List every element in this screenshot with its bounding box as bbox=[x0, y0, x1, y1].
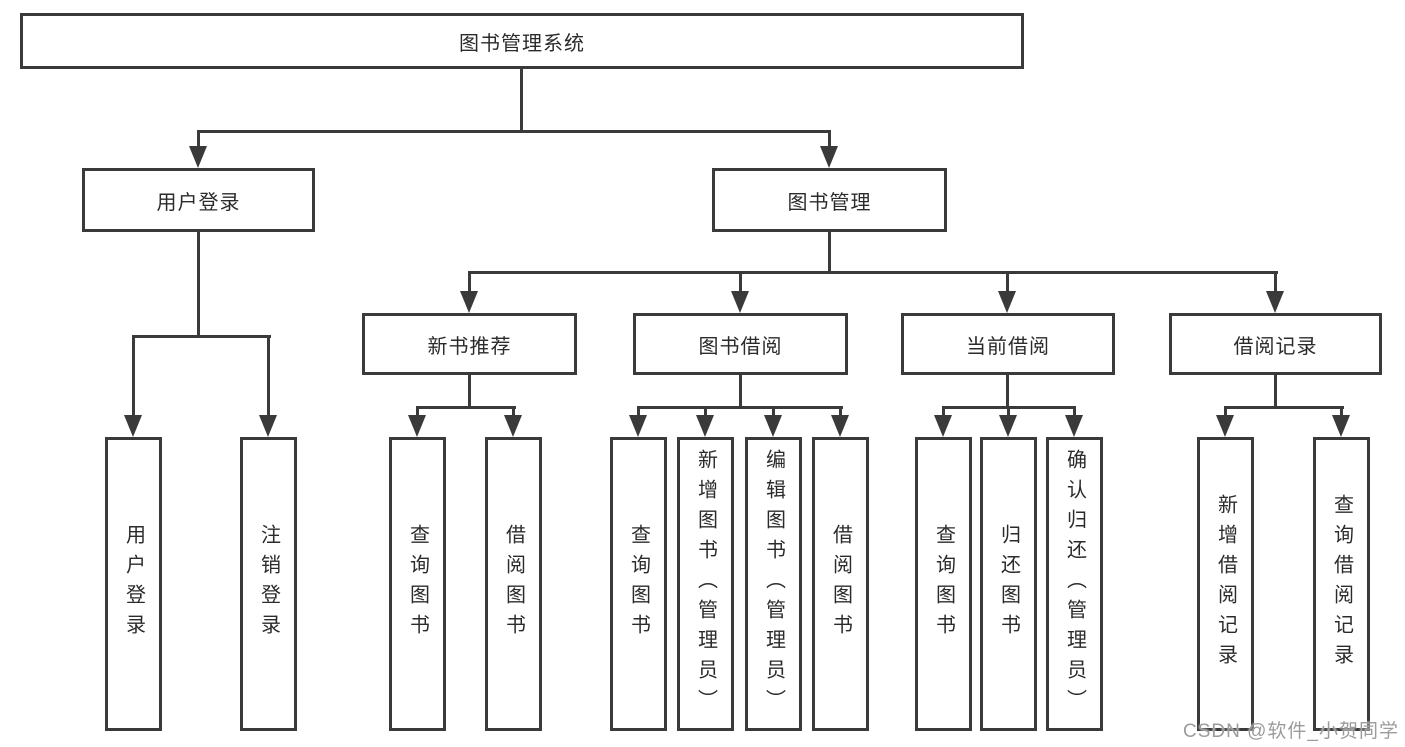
leaf-label: 归还图书 bbox=[997, 524, 1020, 644]
leaf-label: 新增借阅记录 bbox=[1214, 494, 1237, 674]
leaf-label: 新增图书（管理员） bbox=[694, 449, 717, 719]
node-book-management: 图书管理 bbox=[712, 168, 947, 232]
leaf-query-books-current: 查询图书 bbox=[915, 437, 972, 731]
connector-leaf-drop bbox=[512, 406, 515, 420]
node-borrowing-records: 借阅记录 bbox=[1169, 313, 1382, 375]
csdn-watermark: CSDN @软件_小贺同学 bbox=[1183, 721, 1399, 742]
arrowhead-user-login bbox=[189, 146, 207, 168]
leaf-add-books-admin: 新增图书（管理员） bbox=[677, 437, 734, 731]
connector-leaf-drop bbox=[416, 406, 419, 420]
connector-leaf-drop bbox=[637, 406, 640, 420]
connector-leaf-drop bbox=[1224, 406, 1227, 420]
leaf-label: 查询图书 bbox=[932, 524, 955, 644]
leaf-label: 注销登录 bbox=[257, 524, 280, 644]
connector-leaf-drop bbox=[704, 406, 707, 420]
connector-level3-split bbox=[468, 271, 1278, 274]
node-current-borrowing: 当前借阅 bbox=[901, 313, 1115, 375]
leaf-label: 借阅图书 bbox=[829, 524, 852, 644]
leaf-confirm-return-admin: 确认归还（管理员） bbox=[1046, 437, 1103, 731]
leaf-borrow-books: 借阅图书 bbox=[812, 437, 869, 731]
leaf-label: 借阅图书 bbox=[502, 524, 525, 644]
connector-user-login-split bbox=[132, 335, 271, 338]
connector-user-login-drop bbox=[197, 130, 200, 150]
arrowhead-leaf bbox=[831, 415, 849, 437]
connector-root-stem bbox=[520, 69, 523, 133]
connector-group-split bbox=[637, 406, 843, 409]
arrowhead-leaf bbox=[999, 415, 1017, 437]
connector-group-stem bbox=[1006, 375, 1009, 409]
leaf-add-borrow-record: 新增借阅记录 bbox=[1197, 437, 1254, 731]
connector-leaf-drop bbox=[772, 406, 775, 420]
connector-level3-drop bbox=[468, 271, 471, 295]
arrowhead-leaf bbox=[696, 415, 714, 437]
leaf-label: 编辑图书（管理员） bbox=[762, 449, 785, 719]
connector-group-stem bbox=[1274, 375, 1277, 409]
connector-leaf-drop bbox=[1340, 406, 1343, 420]
node-user-login: 用户登录 bbox=[82, 168, 315, 232]
leaf-user-login: 用户登录 bbox=[105, 437, 162, 731]
arrowhead-leaf bbox=[1332, 415, 1350, 437]
leaf-query-books-recommend: 查询图书 bbox=[389, 437, 446, 731]
connector-level3-drop bbox=[1274, 271, 1277, 295]
connector-leaf-drop bbox=[1073, 406, 1076, 420]
connector-book-mgmt-drop bbox=[828, 130, 831, 150]
arrowhead-leaf bbox=[408, 415, 426, 437]
arrowhead-leaf bbox=[259, 415, 277, 437]
arrowhead-leaf bbox=[124, 415, 142, 437]
leaf-edit-books-admin: 编辑图书（管理员） bbox=[745, 437, 802, 731]
arrowhead-book-mgmt bbox=[820, 146, 838, 168]
connector-level3-drop bbox=[739, 271, 742, 295]
arrowhead-leaf bbox=[629, 415, 647, 437]
leaf-label: 确认归还（管理员） bbox=[1063, 449, 1086, 719]
node-book-borrowing: 图书借阅 bbox=[633, 313, 848, 375]
arrowhead-leaf bbox=[934, 415, 952, 437]
leaf-label: 查询图书 bbox=[627, 524, 650, 644]
arrowhead-leaf bbox=[764, 415, 782, 437]
connector-group-stem bbox=[468, 375, 471, 409]
leaf-logout: 注销登录 bbox=[240, 437, 297, 731]
connector-leaf-drop bbox=[267, 335, 270, 420]
arrowhead-leaf bbox=[504, 415, 522, 437]
connector-group-split bbox=[1224, 406, 1344, 409]
arrowhead-level3 bbox=[731, 291, 749, 313]
connector-leaf-drop bbox=[839, 406, 842, 420]
leaf-borrow-books-recommend: 借阅图书 bbox=[485, 437, 542, 731]
connector-leaf-drop bbox=[1007, 406, 1010, 420]
connector-top-split bbox=[197, 130, 831, 133]
connector-book-mgmt-stem bbox=[828, 232, 831, 274]
connector-leaf-drop bbox=[132, 335, 135, 420]
connector-group-split bbox=[416, 406, 516, 409]
leaf-label: 用户登录 bbox=[122, 524, 145, 644]
connector-user-login-stem bbox=[197, 232, 200, 337]
leaf-return-books: 归还图书 bbox=[980, 437, 1037, 731]
leaf-query-borrow-record: 查询借阅记录 bbox=[1313, 437, 1370, 731]
node-root-library-system: 图书管理系统 bbox=[20, 13, 1024, 69]
arrowhead-level3 bbox=[1266, 291, 1284, 313]
leaf-label: 查询图书 bbox=[406, 524, 429, 644]
arrowhead-level3 bbox=[460, 291, 478, 313]
arrowhead-leaf bbox=[1065, 415, 1083, 437]
connector-level3-drop bbox=[1006, 271, 1009, 295]
connector-leaf-drop bbox=[942, 406, 945, 420]
leaf-label: 查询借阅记录 bbox=[1330, 494, 1353, 674]
node-new-book-recommend: 新书推荐 bbox=[362, 313, 577, 375]
leaf-query-books: 查询图书 bbox=[610, 437, 667, 731]
connector-group-stem bbox=[739, 375, 742, 409]
arrowhead-level3 bbox=[998, 291, 1016, 313]
arrowhead-leaf bbox=[1216, 415, 1234, 437]
